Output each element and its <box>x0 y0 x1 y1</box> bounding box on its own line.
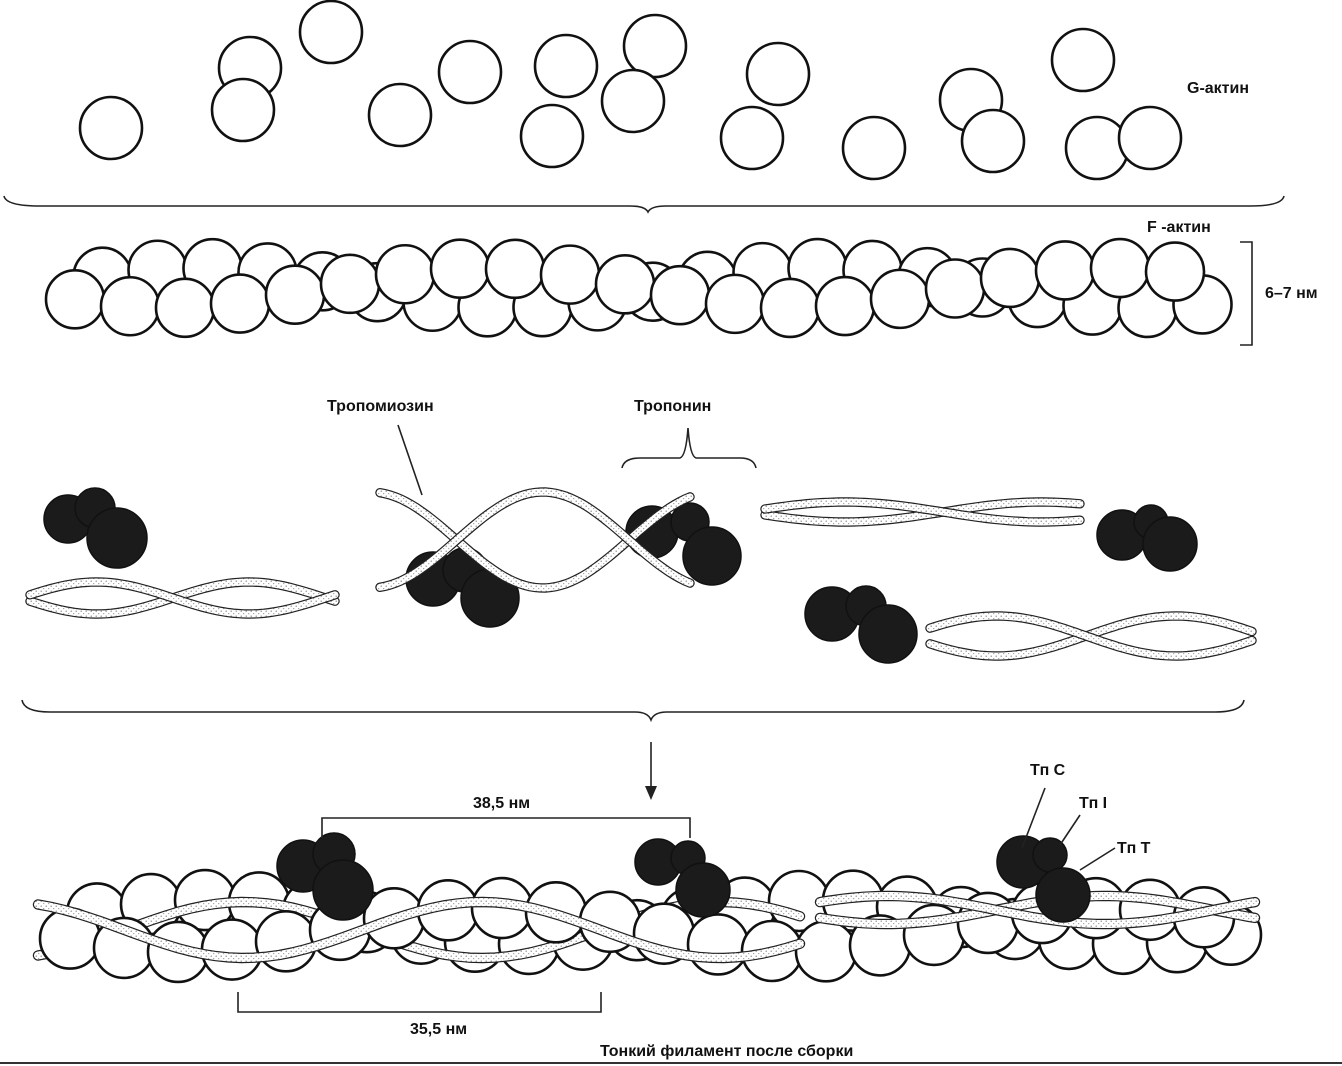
g-actin-monomer <box>519 103 585 169</box>
assembly-brace-top <box>3 195 1285 214</box>
troponin-subunit <box>682 526 742 586</box>
f-actin-subunit <box>99 275 161 337</box>
g-actin-monomer <box>78 95 144 161</box>
troponin-label: Тропонин <box>634 398 711 415</box>
tn-t-pointer <box>1079 847 1116 871</box>
tropomyosin-strand <box>760 497 1085 527</box>
tropomyosin-strand <box>32 896 806 964</box>
f-actin-subunit <box>979 247 1041 309</box>
span-top-label: 38,5 нм <box>473 795 530 812</box>
troponin-complex <box>405 547 520 628</box>
g-actin-monomer <box>1117 105 1183 171</box>
f-actin-width-label: 6–7 нм <box>1265 285 1318 302</box>
f-actin-subunit <box>1089 237 1151 299</box>
g-actin-monomer <box>600 68 666 134</box>
caption: Тонкий филамент после сборки <box>600 1043 853 1060</box>
filament-components <box>25 487 1257 664</box>
tropomyosin-strand <box>814 890 1261 930</box>
troponin-complex <box>634 838 731 918</box>
f-actin-subunit <box>154 277 216 339</box>
tropomyosin-strand <box>925 611 1257 661</box>
tn-t-label: Тп Т <box>1117 840 1151 857</box>
f-actin-label: F -актин <box>1147 219 1211 236</box>
f-actin-subunit <box>44 268 106 330</box>
tropomyosin-strand <box>25 577 340 619</box>
filament-width-bracket <box>1240 241 1253 346</box>
tropomyosin-label: Тропомиозин <box>327 398 434 415</box>
tn-c-pointer <box>1021 787 1046 849</box>
tn-c-label: Тп С <box>1030 762 1066 779</box>
g-actin-monomer <box>533 33 599 99</box>
tropomyosin-strand <box>375 487 695 592</box>
troponin-brace <box>621 427 757 469</box>
actin-subunit <box>686 913 750 976</box>
actin-subunit <box>794 920 858 983</box>
troponin-complex <box>804 585 918 664</box>
f-actin-subunit <box>429 238 491 299</box>
span-bottom-label: 35,5 нм <box>410 1021 467 1038</box>
f-actin-subunit <box>374 243 436 305</box>
span-top-bracket <box>321 817 691 838</box>
g-actin-monomer <box>437 39 503 105</box>
g-actin-monomer <box>960 108 1026 174</box>
troponin-subunit <box>675 862 731 918</box>
f-actin-subunit <box>484 238 546 300</box>
troponin-subunit <box>1142 516 1198 572</box>
actin-subunit <box>1118 878 1182 942</box>
f-actin-subunit <box>704 273 766 335</box>
g-actin-label: G-актин <box>1187 80 1249 97</box>
troponin-complex <box>276 832 374 921</box>
troponin-subunit <box>858 604 918 664</box>
g-actin-monomer <box>1050 27 1116 93</box>
assembled-thin-filament <box>32 832 1263 984</box>
span-bottom-bracket <box>237 992 602 1013</box>
f-actin-subunit <box>319 253 381 315</box>
tropomyosin-strand <box>760 497 1085 527</box>
f-actin-subunit <box>1034 240 1096 301</box>
g-actin-monomer <box>1064 115 1130 181</box>
g-actin-monomer <box>622 13 688 79</box>
f-actin-subunit <box>649 264 711 326</box>
tn-i-label: Тп I <box>1079 795 1107 812</box>
actin-subunit <box>200 918 264 981</box>
tn-i-pointer <box>1059 814 1081 846</box>
tropomyosin-strand <box>25 577 340 619</box>
g-actin-monomer <box>298 0 364 65</box>
troponin-complex <box>43 487 148 569</box>
g-actin-monomer <box>745 41 811 107</box>
g-actin-monomer <box>841 115 907 181</box>
f-actin-subunit <box>814 275 876 337</box>
g-actin-monomers <box>78 0 1183 181</box>
f-actin-filament <box>44 237 1233 339</box>
troponin-subunit <box>312 859 374 921</box>
f-actin-subunit <box>869 268 931 330</box>
tropomyosin-pointer <box>397 424 423 496</box>
g-actin-monomer <box>719 105 785 171</box>
f-actin-subunit <box>594 254 656 315</box>
actin-subunit <box>254 910 318 973</box>
troponin-complex <box>996 835 1091 923</box>
tropomyosin-strand <box>375 488 695 593</box>
g-actin-monomer <box>367 82 433 148</box>
assembly-arrow <box>645 742 657 800</box>
f-actin-subunit <box>759 277 821 339</box>
troponin-complex <box>625 502 742 586</box>
f-actin-subunit <box>209 273 271 334</box>
g-actin-monomer <box>210 77 276 143</box>
troponin-subunit <box>1035 867 1091 923</box>
f-actin-subunit <box>264 264 326 325</box>
f-actin-subunit <box>1144 241 1206 302</box>
troponin-complex <box>1096 504 1198 572</box>
f-actin-subunit <box>924 258 986 319</box>
f-actin-subunit <box>539 244 601 305</box>
assembly-brace-bottom <box>21 699 1245 723</box>
troponin-subunit <box>86 507 148 569</box>
